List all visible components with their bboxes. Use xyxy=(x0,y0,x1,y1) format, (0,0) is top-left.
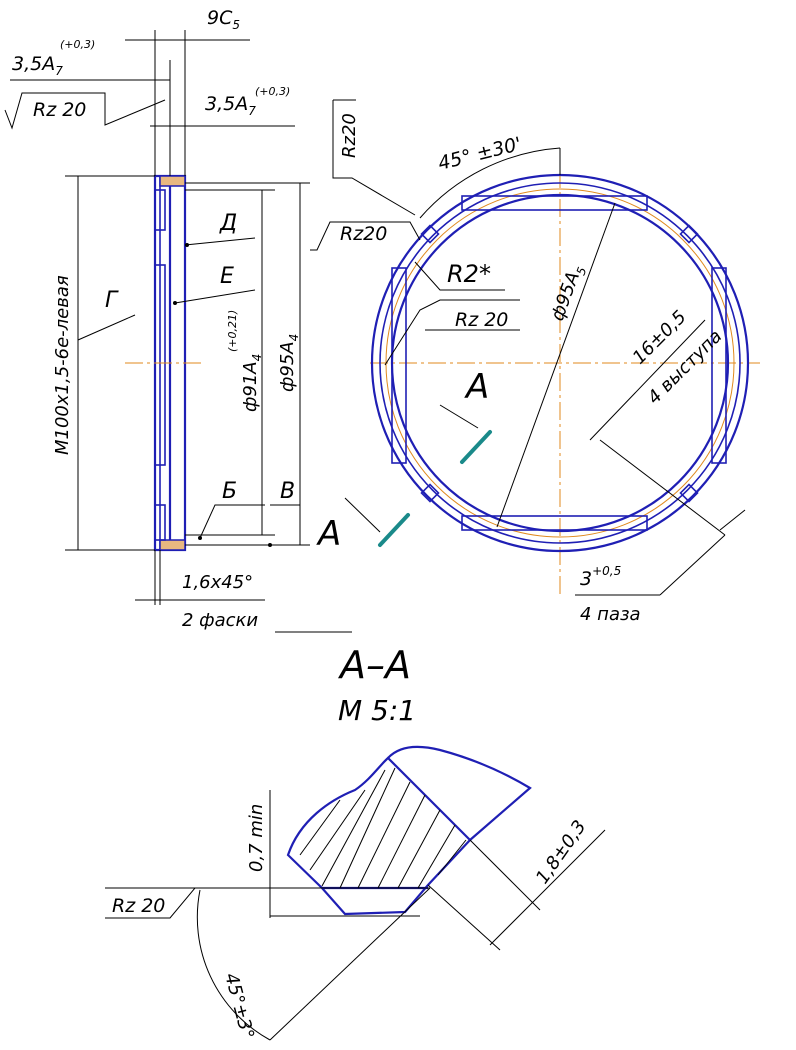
dim-right-3-5a7: 3,5А7 xyxy=(205,93,256,118)
dim-9c5: 9С5 xyxy=(207,7,240,32)
dim-phi-95: ф95А4 xyxy=(277,334,301,392)
section-scale: М 5:1 xyxy=(338,694,416,727)
surface-label-v: В xyxy=(280,479,295,504)
chamfer-label: 1,6х45° xyxy=(182,572,253,593)
roughness-rz20-vertical: Rz20 xyxy=(339,113,360,158)
section-view: А–А М 5:1 0,7 min 1,8±0,3 Rz 20 xyxy=(105,631,606,1042)
side-view: 9С5 3,5А7 (+0,3) Rz 20 3,5А7 (+0,3) М100… xyxy=(4,7,410,631)
section-title: А–А xyxy=(337,643,411,687)
dim-thread: М100х1,5-6е-левая xyxy=(52,275,73,455)
section-mark-a-left: А xyxy=(316,514,341,554)
dim-phi-91-tolerance: (+0,21) xyxy=(226,310,239,352)
slot-note: 4 паза xyxy=(580,604,641,625)
surface-label-g: Г xyxy=(105,288,119,313)
dim-phi-91: ф91А4 xyxy=(240,354,264,412)
section-profile xyxy=(286,756,472,916)
dim-angle-45: 45° ±30' xyxy=(436,133,524,175)
dim-circle-phi-95: ф95А5 xyxy=(547,262,589,325)
roughness-rz20-mid: Rz20 xyxy=(340,223,387,245)
dim-left-3-5a7: 3,5А7 xyxy=(12,53,63,78)
roughness-rz20-top: Rz 20 xyxy=(33,99,86,121)
roughness-rz20-section: Rz 20 xyxy=(112,895,165,917)
radius-r2: R2* xyxy=(447,260,491,288)
chamfer-note: 2 фаски xyxy=(182,610,258,631)
section-mark-a-center: А xyxy=(464,367,489,407)
dim-1-8: 1,8±0,3 xyxy=(532,817,591,888)
surface-label-e: Е xyxy=(220,264,234,289)
dim-angle-section: 45°±3° xyxy=(220,971,258,1042)
dim-min: 0,7 min xyxy=(246,804,267,872)
dim-left-tolerance: (+0,3) xyxy=(60,38,95,51)
front-view: Rz20 45° ±30' Rz20 R2* Rz 20 ф95А5 А 16±… xyxy=(310,99,760,625)
roughness-rz20-inner: Rz 20 xyxy=(455,309,508,331)
dim-right-tolerance: (+0,3) xyxy=(255,85,290,98)
dim-slot-3: 3+0,5 xyxy=(580,564,621,590)
surface-label-d: Д xyxy=(219,211,237,236)
surface-label-b: Б xyxy=(222,479,237,504)
